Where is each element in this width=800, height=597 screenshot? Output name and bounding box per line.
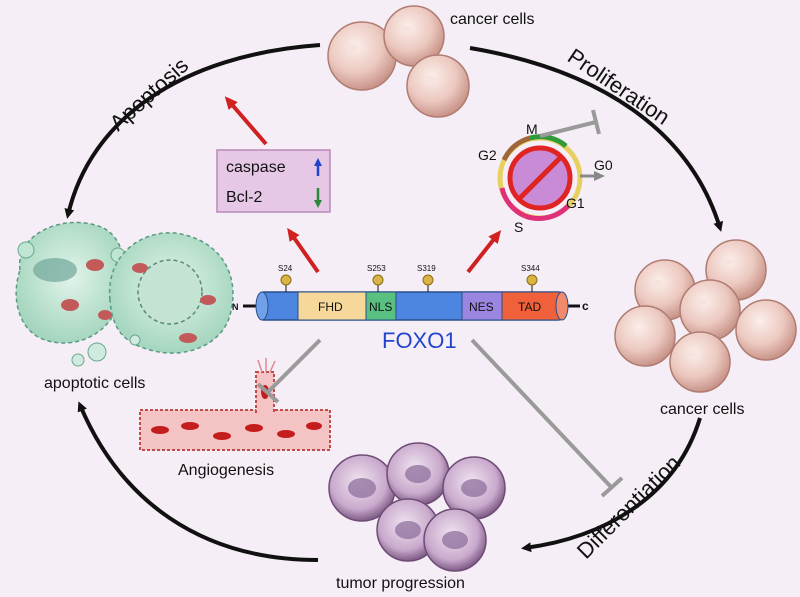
cycle-g1-label: G1 (566, 195, 585, 211)
apoptosis-label: Apoptosis (105, 52, 194, 135)
activation-arrows (224, 96, 502, 274)
caspase-label: caspase (226, 159, 286, 176)
foxo1-label: FOXO1 (382, 328, 457, 353)
site-s344: S344 (521, 264, 540, 273)
inhibition-lines (256, 338, 624, 498)
site-s24: S24 (278, 264, 293, 273)
tumor-cells (328, 442, 506, 572)
arc-differentiation (521, 417, 702, 553)
cycle-s-label: S (514, 219, 523, 235)
apoptotic-cells (15, 221, 234, 367)
cell-cycle-wheel: M G2 G0 G1 S (478, 109, 613, 235)
n-terminus-label: N (232, 302, 239, 312)
arc-proliferation (469, 46, 724, 232)
proliferation-label: Proliferation (563, 43, 674, 129)
cycle-g2-label: G2 (478, 147, 497, 163)
cancer-cells-top (327, 5, 470, 118)
domain-fhd (297, 291, 367, 321)
cycle-m-label: M (526, 121, 538, 137)
fhd-label: FHD (318, 300, 343, 314)
angiogenesis-label: Angiogenesis (178, 462, 274, 479)
tad-label: TAD (518, 300, 541, 314)
tumor-progression-label: tumor progression (336, 575, 465, 592)
cancer-cells-top-label: cancer cells (450, 11, 534, 28)
arc-apoptosis (64, 43, 321, 219)
arc-progression (77, 401, 319, 562)
domain-nes (461, 291, 503, 321)
domain-tad (501, 291, 561, 321)
domain-nls (365, 291, 397, 321)
c-terminus-label: c (582, 299, 589, 313)
foxo1-protein: N c FHD NLS NES TAD S24 S253 S319 S344 (232, 264, 589, 321)
angiogenesis-vessel (139, 358, 331, 451)
cycle-arrows (64, 43, 724, 562)
apoptotic-cells-label: apoptotic cells (44, 375, 145, 392)
cycle-g0-label: G0 (594, 157, 613, 173)
bcl2-label: Bcl-2 (226, 189, 263, 206)
nes-label: NES (469, 300, 494, 314)
site-s319: S319 (417, 264, 436, 273)
cancer-cells-right-label: cancer cells (660, 401, 744, 418)
nls-label: NLS (369, 300, 392, 314)
site-s253: S253 (367, 264, 386, 273)
differentiation-label: Differentiation (572, 450, 685, 563)
cancer-cells-right (614, 239, 797, 393)
marker-box: caspase Bcl-2 (216, 149, 331, 213)
down-arrow-icon (314, 200, 322, 208)
